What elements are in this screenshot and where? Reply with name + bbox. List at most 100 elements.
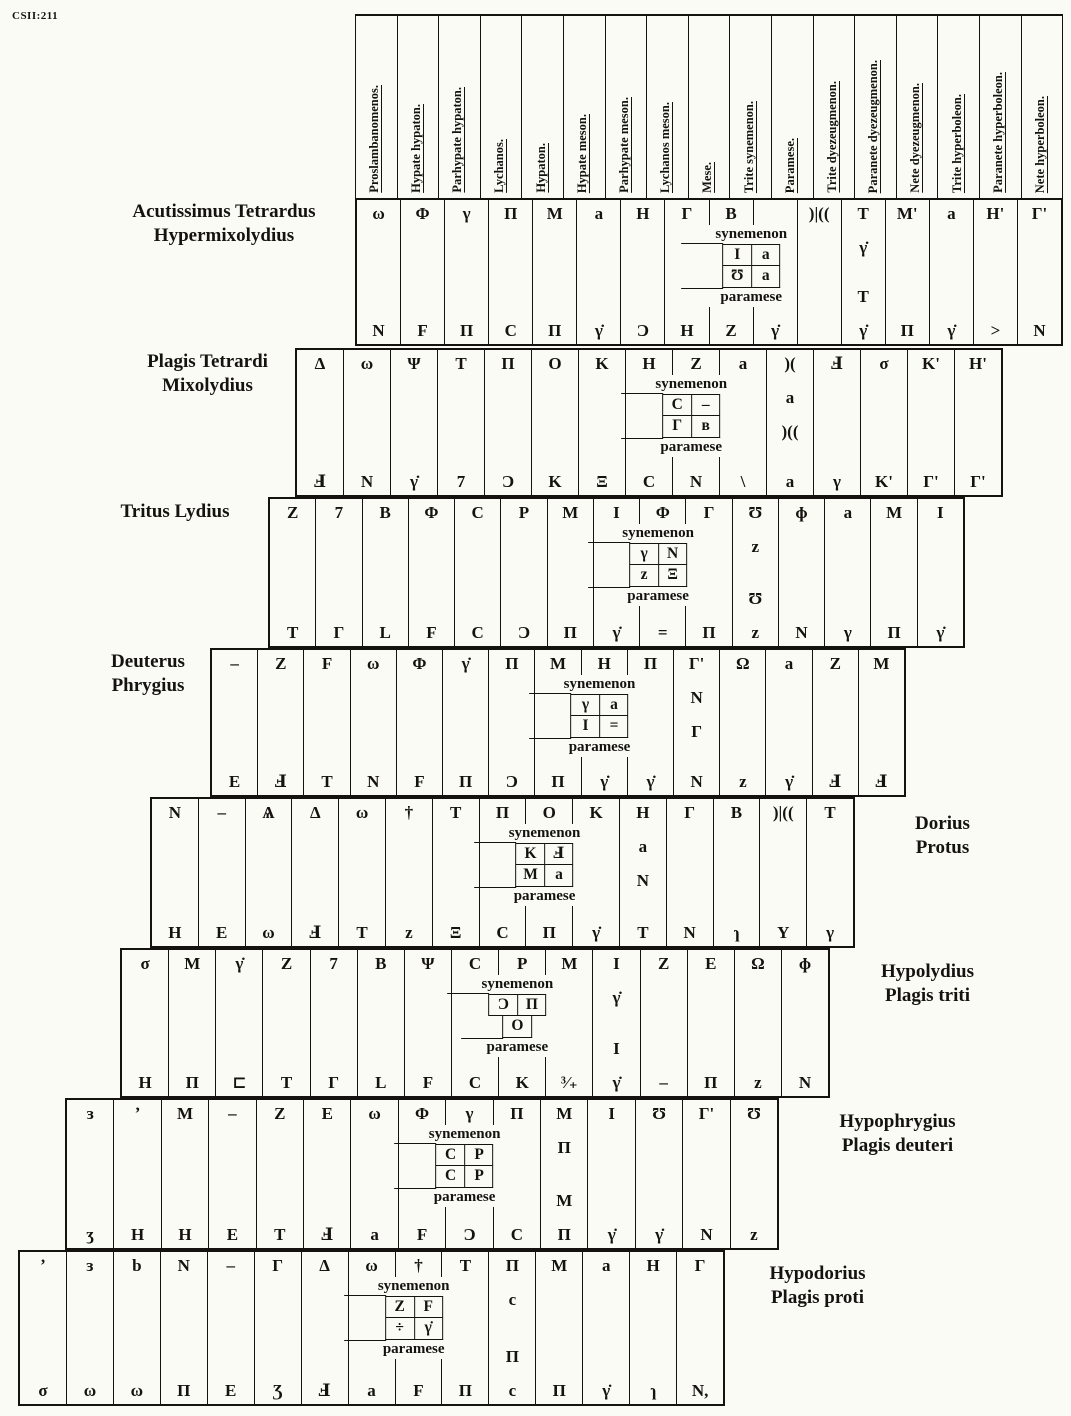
notation-symbol: Ⅎ — [875, 772, 888, 791]
top-symbols: Ʊ — [636, 1105, 682, 1122]
mode-label-line: Plagis deuteri — [841, 1134, 954, 1156]
bottom-symbols: γ̇ — [930, 322, 973, 339]
top-symbols: )|(( — [760, 804, 806, 821]
notation-symbol: K — [515, 1073, 529, 1092]
top-symbols: – — [209, 1105, 255, 1122]
top-symbols: γ̇ — [443, 655, 488, 672]
notation-symbol: ω — [366, 654, 380, 673]
top-symbols: B — [358, 955, 404, 972]
notation-symbol: Ʒ — [272, 1381, 283, 1400]
paramese-cells: O — [461, 1016, 533, 1039]
notation-symbol: a — [601, 1256, 611, 1275]
notation-symbol: B — [379, 503, 391, 522]
bottom-symbols: Π — [442, 1382, 488, 1399]
bottom-symbols: H — [665, 322, 708, 339]
header-column: Nete hyperboleon. — [1020, 16, 1064, 198]
synemenon-cell: N — [658, 543, 686, 565]
top-symbols: ω — [357, 205, 400, 222]
notation-symbol: H — [178, 1225, 192, 1244]
notation-column: )|((Υ — [759, 799, 806, 946]
synemenon-cell: P — [464, 1144, 493, 1166]
notation-symbol: Γ — [703, 503, 715, 522]
notation-symbol: γ̇ — [859, 238, 868, 257]
synemenon-cell: Ⅎ — [544, 843, 573, 865]
bottom-symbols: N — [344, 473, 390, 490]
bottom-symbols: Π — [686, 624, 731, 641]
notation-symbol: – — [226, 1256, 235, 1275]
bottom-symbols: T — [263, 1074, 309, 1091]
notation-symbol: Π — [495, 803, 510, 822]
top-symbols: O — [532, 355, 578, 372]
notation-symbol: ʒ — [86, 1225, 95, 1244]
mode-label-line: Deuterus — [111, 651, 185, 672]
bottom-symbols: Π — [548, 624, 593, 641]
top-symbols: Γ — [255, 1257, 301, 1274]
notation-symbol: γ̇ — [936, 623, 945, 642]
header-label: Proslambanomenos. — [367, 85, 382, 193]
bottom-symbols: K' — [861, 473, 907, 490]
notation-symbol: γ̇ — [612, 988, 621, 1007]
notation-symbol: Ω — [751, 954, 765, 973]
bottom-symbols: a — [767, 473, 813, 490]
notation-symbol: C — [468, 954, 482, 973]
paramese-cell: P — [464, 1166, 493, 1187]
notation-symbol: Π — [900, 321, 914, 340]
notation-symbol: Π — [702, 623, 716, 642]
notation-column: Γ'N — [682, 1100, 729, 1248]
top-symbols: M — [535, 655, 580, 672]
notation-symbol: E — [321, 1104, 333, 1123]
notation-symbol: Π — [557, 1225, 571, 1244]
notation-symbol: – — [228, 1104, 237, 1123]
notation-symbol: N — [177, 1256, 190, 1275]
bottom-symbols: L — [358, 1074, 404, 1091]
bottom-symbols: Π — [445, 322, 488, 339]
notation-symbol: Δ — [314, 354, 326, 373]
header-label: Nete dyezeugmenon. — [908, 83, 923, 193]
bottom-symbols: γ̇ — [583, 1382, 629, 1399]
bottom-symbols: E — [208, 1382, 254, 1399]
header-column: Hypate hypaton. — [396, 16, 439, 198]
bottom-symbols: γ̇ — [628, 773, 673, 790]
top-symbols: Π — [485, 355, 531, 372]
notation-symbol: M — [562, 503, 579, 522]
header-column: Lychanos. — [479, 16, 522, 198]
bottom-symbols: γ̇ — [766, 773, 811, 790]
notation-symbol: I — [613, 954, 620, 973]
header-column: Nete dyezeugmenon. — [895, 16, 938, 198]
notation-symbol: a — [784, 654, 794, 673]
page-reference: CSII:211 — [12, 10, 59, 22]
notation-symbol: Ɔ — [501, 472, 515, 491]
header-column: Mese. — [687, 16, 730, 198]
notation-symbol: Ξ — [596, 472, 608, 491]
bottom-symbols: C — [489, 322, 532, 339]
top-symbols: ʼ — [114, 1105, 160, 1122]
bottom-symbols: F — [409, 624, 454, 641]
paramese-cell: a — [751, 266, 779, 287]
paramese-cell: Γ — [672, 417, 683, 435]
notation-symbol: Z — [725, 321, 737, 340]
bottom-symbols: z — [720, 773, 765, 790]
notation-symbol: Z — [657, 954, 670, 973]
bottom-symbols: γ̇ — [391, 473, 437, 490]
notation-symbol: F — [417, 321, 428, 340]
notation-symbol: T — [450, 803, 462, 822]
notation-symbol: K' — [922, 354, 940, 373]
top-symbols: Δ — [302, 1257, 348, 1274]
synemenon-cells: C– — [621, 393, 721, 417]
notation-symbol: z — [750, 1225, 758, 1244]
bottom-symbols: γ — [807, 924, 853, 941]
